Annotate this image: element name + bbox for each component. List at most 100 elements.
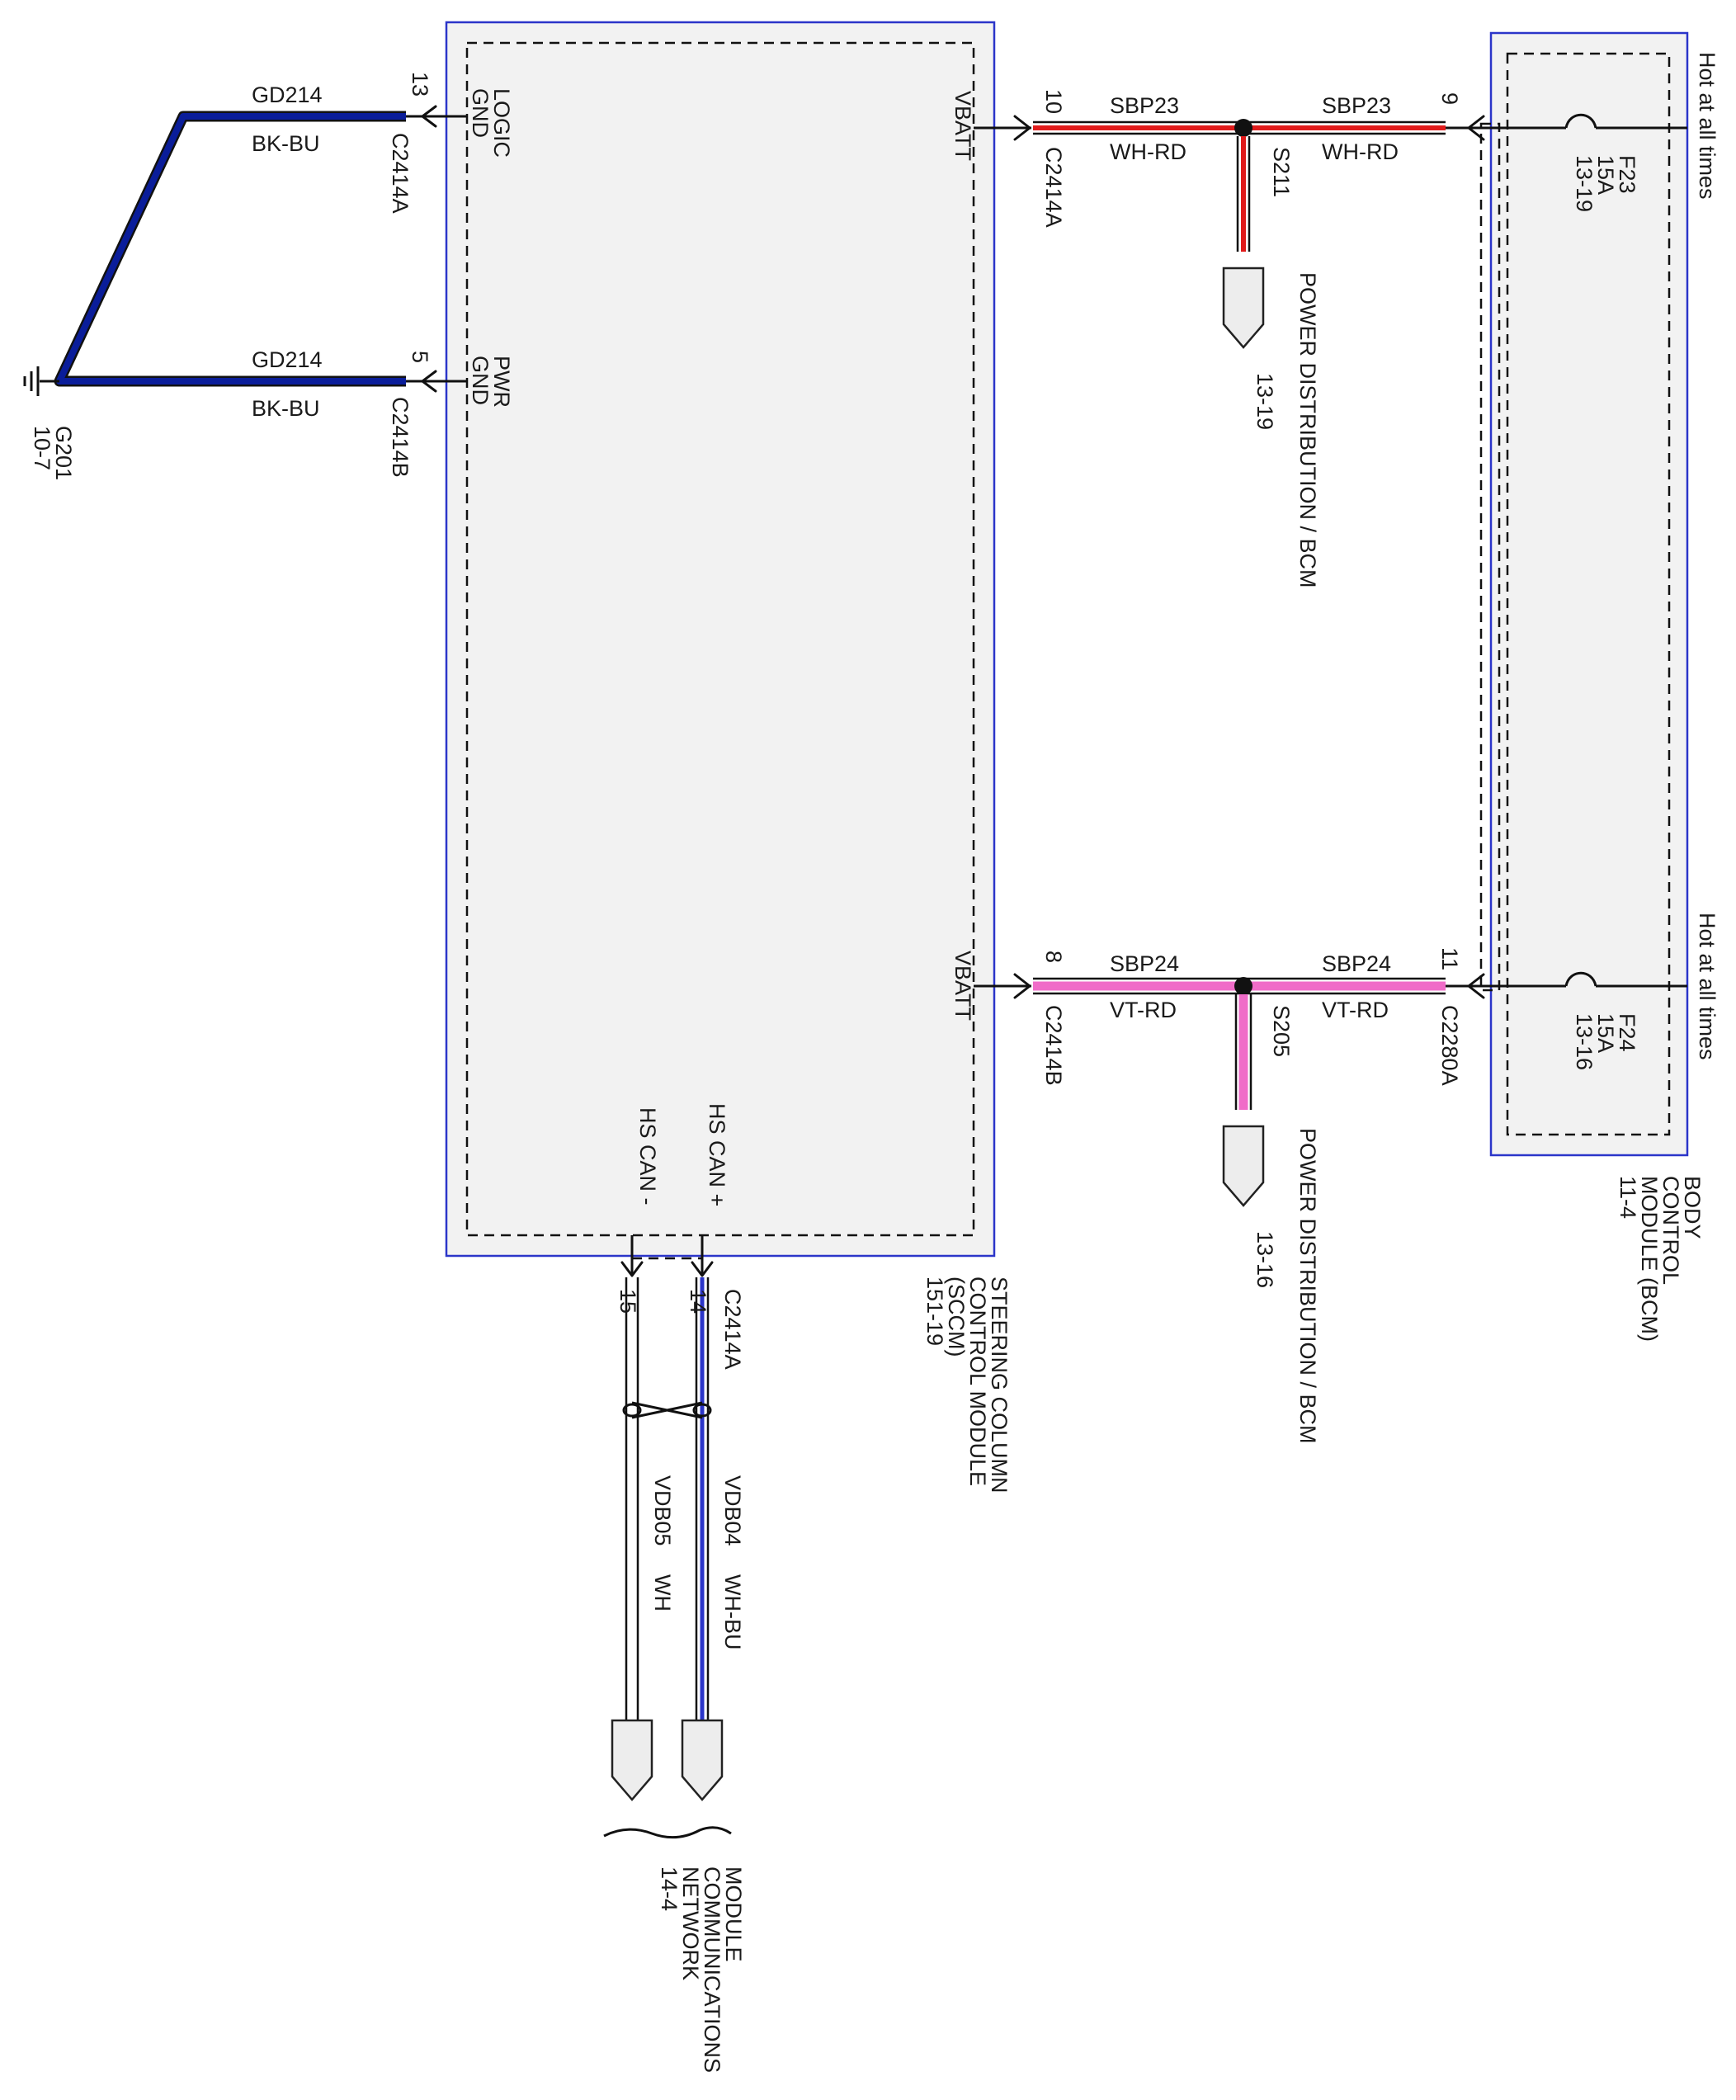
power-2-dest: POWER DISTRIBUTION / BCM [1295, 1128, 1320, 1444]
hs-can-minus-label: HS CAN - [635, 1107, 660, 1206]
power-2-circuit: SBP24 [1110, 951, 1179, 976]
connector-arrow-icon [620, 1261, 644, 1277]
network-line-2: COMMUNICATIONS [700, 1866, 724, 2073]
power-2-circuit-2: SBP24 [1322, 951, 1391, 976]
bcm-box [1489, 31, 1689, 1157]
bcm-inner-dash [1506, 52, 1671, 1136]
pwr-gnd-label-1: PWR [489, 356, 514, 408]
vbatt-label-1: VBATT [951, 91, 975, 161]
power-circuit-1 [974, 113, 1687, 349]
fuse-1-id: F23 [1615, 155, 1639, 194]
sccm-name-line-3: (SCCM) [944, 1277, 969, 1357]
ground-connector-1: C2414A [388, 133, 413, 214]
power-1-color: WH-RD [1110, 139, 1186, 164]
sccm-module [445, 21, 996, 1258]
connector-arrow-icon [421, 370, 437, 393]
sccm-name-line-2: CONTROL MODULE [965, 1277, 990, 1486]
bcm-module [1479, 31, 1689, 1157]
connector-arrow-icon [691, 1261, 714, 1277]
twisted-pair-icon [622, 1401, 712, 1419]
fuse-icon [1564, 971, 1597, 987]
vdb04-circuit: VDB04 [720, 1475, 745, 1546]
vdb05-color: WH [650, 1574, 675, 1612]
network-line-4: 14-4 [657, 1866, 682, 1911]
sccm-name-line-1: STEERING COLUMN [987, 1277, 1012, 1494]
can-connector: C2414A [720, 1289, 745, 1370]
power-1-dest: POWER DISTRIBUTION / BCM [1295, 272, 1320, 588]
fuse-2-id: F24 [1615, 1013, 1639, 1052]
connector-arrow-icon [1013, 115, 1031, 141]
power-2-connector: C2414B [1041, 1005, 1066, 1086]
ground-symbol-icon [23, 366, 40, 396]
fuse-1-ref: 13-19 [1572, 155, 1597, 212]
network-line-3: NETWORK [678, 1866, 703, 1980]
brace-icon [603, 1826, 732, 1839]
connector-arrow-icon [1467, 973, 1485, 999]
power-1-bcm-pin: 9 [1437, 92, 1462, 105]
ground-wire-outline [54, 111, 406, 387]
fuse-icon [1564, 113, 1597, 129]
power-2-color-2: VT-RD [1322, 998, 1389, 1022]
ground-circuit-2-color: BK-BU [252, 396, 320, 421]
fuse-1-rating: 15A [1593, 155, 1618, 195]
ground-connector-2: C2414B [388, 397, 413, 478]
logic-gnd-label-2: GND [468, 88, 493, 138]
connector-shape-icon [611, 1719, 653, 1801]
logic-gnd-label-1: LOGIC [489, 88, 514, 158]
power-1-pin: 10 [1041, 89, 1066, 114]
pwr-gnd-label-2: GND [468, 356, 493, 405]
power-1-color-2: WH-RD [1322, 139, 1399, 164]
vbatt-label-2: VBATT [951, 951, 975, 1021]
ground-name: G201 [51, 426, 76, 480]
ground-circuit-2-id: GD214 [252, 347, 323, 372]
sccm-inner-dash [465, 41, 975, 1237]
bcm-name-line-3: MODULE (BCM) [1637, 1176, 1662, 1342]
connector-arrow-icon [421, 105, 437, 128]
ground-circuit [23, 105, 467, 396]
bcm-name-line-4: 11-4 [1616, 1176, 1640, 1219]
power-2-bcm-pin: 11 [1437, 947, 1462, 970]
network-line-1: MODULE [721, 1866, 746, 1962]
connector-shape-icon [1222, 267, 1265, 349]
hot-label-1: Hot at all times [1695, 52, 1719, 200]
ground-wire [56, 113, 406, 385]
fuse-2-ref: 13-16 [1572, 1013, 1597, 1070]
vdb04-color: WH-BU [720, 1574, 745, 1649]
splice-dot [1234, 977, 1252, 995]
ground-pin-1: 13 [408, 72, 432, 97]
splice-dot [1234, 119, 1252, 137]
power-2-color: VT-RD [1110, 998, 1177, 1022]
connector-arrow-icon [1467, 115, 1485, 141]
hot-label-2: Hot at all times [1695, 913, 1719, 1060]
can-circuit [603, 1235, 732, 1839]
sccm-name-line-4: 151-19 [922, 1277, 947, 1346]
ground-ref: 10-7 [30, 426, 54, 470]
ground-circuit-1-id: GD214 [252, 83, 323, 107]
power-2-dest-ref: 13-16 [1252, 1231, 1277, 1288]
power-2-bcm-connector: C2280A [1437, 1005, 1462, 1086]
power-1-connector: C2414A [1041, 147, 1066, 228]
can-plus-pin: 14 [686, 1289, 710, 1314]
connector-shape-icon [681, 1719, 724, 1801]
vdb05-circuit: VDB05 [650, 1475, 675, 1546]
bcm-connector-dash [1479, 122, 1501, 992]
bcm-name-line-2: CONTROL [1658, 1176, 1683, 1285]
power-1-dest-ref: 13-19 [1252, 373, 1277, 430]
power-2-splice: S205 [1269, 1005, 1294, 1057]
ground-pin-2: 5 [408, 351, 432, 363]
bcm-name-line-1: BODY [1680, 1176, 1705, 1239]
hs-can-plus-label: HS CAN + [705, 1103, 729, 1206]
connector-shape-icon [1222, 1125, 1265, 1207]
connector-arrow-icon [1013, 973, 1031, 999]
power-1-circuit: SBP23 [1110, 93, 1179, 118]
sccm-box [445, 21, 996, 1258]
ground-circuit-1-color: BK-BU [252, 131, 320, 156]
power-1-circuit-2: SBP23 [1322, 93, 1391, 118]
power-2-pin: 8 [1041, 951, 1066, 963]
fuse-2-rating: 15A [1593, 1013, 1618, 1053]
power-1-splice: S211 [1269, 147, 1294, 197]
power-circuit-2 [974, 971, 1687, 1207]
can-minus-pin: 15 [616, 1289, 640, 1314]
